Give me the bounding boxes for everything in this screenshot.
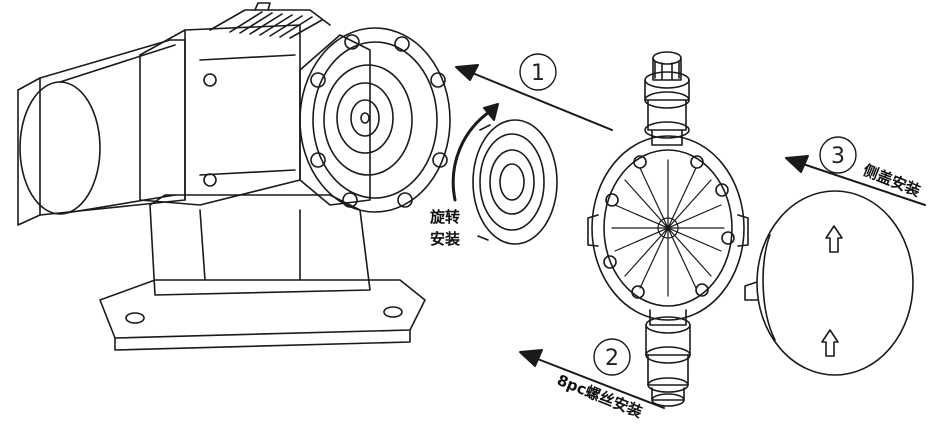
gearbox-bolt-2 [203, 173, 217, 187]
pump-head-inner [603, 149, 733, 307]
step-2-arrow-head [519, 349, 543, 367]
top-valve [644, 51, 690, 146]
pump-flange [299, 27, 451, 213]
pump-head-bolts [603, 155, 735, 299]
motor-assembly [17, 2, 451, 351]
up-arrow-icon [821, 329, 839, 357]
step-1-marker: 1 [519, 53, 557, 91]
step-3-number: 3 [831, 144, 845, 169]
gearbox-housing [139, 24, 301, 206]
rotate-label-line2: 安装 [430, 230, 461, 248]
rotate-arrow-head [483, 103, 499, 121]
side-cover [744, 190, 914, 376]
cooling-fins [209, 2, 331, 39]
pump-head-ribs [611, 159, 725, 297]
up-arrow-icon [825, 225, 843, 253]
motor-body [39, 39, 186, 216]
motor-end-face [19, 81, 101, 215]
step-1-arrow-head [455, 64, 479, 81]
step-1-number: 1 [531, 61, 545, 86]
step-2-number: 2 [605, 346, 619, 371]
gearbox-bolt-1 [203, 73, 217, 87]
step-arrows [451, 64, 926, 409]
step-3-marker: 3 [819, 136, 857, 174]
diaphragm [472, 119, 558, 245]
motor-body-lines [59, 44, 176, 215]
gearbox-panel-lines [199, 54, 296, 176]
pump-head-lugs [587, 214, 749, 247]
step-1-arrow-line [469, 71, 613, 131]
step-2-marker: 2 [593, 338, 631, 376]
pump-head-body [591, 135, 745, 321]
step-3-arrow-line [799, 162, 926, 206]
bottom-valve [645, 309, 691, 407]
step-3-arrow-head [785, 155, 809, 173]
rotate-label-line1: 旋转 [429, 208, 460, 226]
pedestal-base [99, 194, 426, 351]
step-2-arrow-line [534, 357, 665, 409]
pump-head [587, 51, 749, 407]
rotate-arrow-line [451, 108, 494, 202]
